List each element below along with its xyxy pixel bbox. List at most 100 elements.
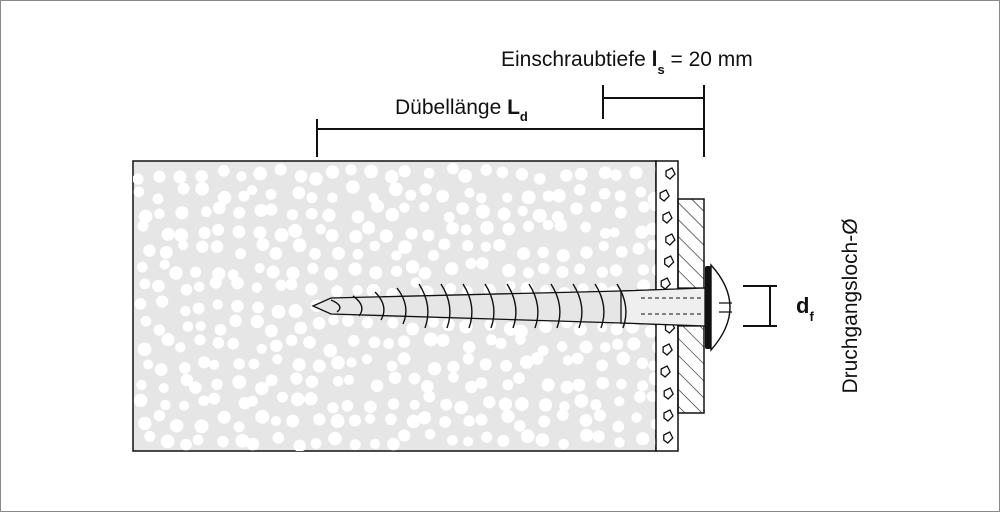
pore <box>217 410 231 424</box>
pore <box>231 276 244 290</box>
pore <box>406 322 419 336</box>
pore <box>515 168 529 181</box>
pore <box>388 371 402 385</box>
pore <box>522 220 535 233</box>
pore <box>422 229 435 242</box>
pore <box>292 238 307 253</box>
pore <box>530 352 544 365</box>
pore <box>134 298 147 310</box>
pore <box>454 400 468 415</box>
pore <box>616 378 627 390</box>
pore <box>424 428 436 440</box>
pore <box>398 165 411 178</box>
pore <box>265 188 277 200</box>
pore <box>475 204 490 219</box>
pore <box>614 190 627 202</box>
pore <box>227 337 239 350</box>
pore <box>644 325 656 338</box>
pore <box>370 199 385 213</box>
pore <box>386 360 398 372</box>
hole-diameter-caption: Druchgangsloch-Ø <box>839 218 862 393</box>
pore <box>520 355 534 369</box>
pore <box>193 281 205 293</box>
pore <box>288 223 303 238</box>
grain <box>662 211 673 224</box>
pore <box>648 360 656 371</box>
pore <box>614 396 625 407</box>
pore <box>254 263 265 274</box>
pore <box>485 334 497 346</box>
pore <box>632 242 645 255</box>
pore <box>177 182 190 195</box>
pore <box>272 431 285 444</box>
pore <box>349 229 363 244</box>
pore <box>556 409 569 421</box>
pore <box>138 416 152 431</box>
pore <box>231 299 244 313</box>
pore <box>136 261 148 273</box>
pore <box>138 209 153 224</box>
pore <box>443 211 455 223</box>
pore <box>198 356 211 369</box>
pore <box>233 358 245 370</box>
pore <box>637 264 649 276</box>
pore <box>180 305 191 317</box>
pore <box>270 339 283 353</box>
grain <box>659 189 670 202</box>
pore <box>590 399 602 411</box>
pore <box>652 341 656 354</box>
pore <box>322 208 336 222</box>
pore <box>369 438 381 449</box>
pore <box>233 421 245 433</box>
pore <box>502 192 513 203</box>
pore <box>399 202 410 213</box>
pore <box>636 432 650 446</box>
pore <box>256 343 267 354</box>
pore <box>612 420 625 433</box>
pore <box>144 430 156 442</box>
pore <box>574 263 586 275</box>
pore <box>160 399 171 411</box>
pore <box>175 206 189 220</box>
pore <box>179 362 191 374</box>
pore <box>423 167 435 179</box>
anchor-length-label: Dübellänge Ld <box>395 96 528 124</box>
pore <box>209 359 220 370</box>
pore <box>368 336 381 349</box>
pore <box>418 266 432 280</box>
pore <box>597 322 608 333</box>
pore <box>614 437 625 448</box>
pore <box>538 415 551 428</box>
pore <box>213 201 226 215</box>
pore <box>238 190 250 202</box>
pore <box>427 316 439 328</box>
pore <box>236 171 247 182</box>
pore <box>290 372 303 385</box>
pore <box>480 164 492 176</box>
pore <box>517 247 531 261</box>
thread-turn <box>528 283 539 329</box>
dimension-lines <box>316 85 777 327</box>
pore <box>255 381 269 396</box>
pore <box>154 363 168 376</box>
pore <box>535 433 550 447</box>
pore <box>286 266 300 280</box>
pore <box>574 167 588 181</box>
pore <box>208 392 221 405</box>
pore <box>271 304 286 319</box>
pore <box>198 395 210 407</box>
pore <box>246 437 260 451</box>
pore <box>365 413 376 424</box>
pore <box>421 379 434 393</box>
pore <box>348 414 361 427</box>
pore <box>385 413 397 426</box>
pore <box>229 314 242 328</box>
pore <box>651 264 656 276</box>
pore <box>214 323 227 336</box>
pore <box>397 335 411 348</box>
pore <box>364 164 379 179</box>
pore <box>269 247 283 260</box>
pore <box>325 165 340 179</box>
pore <box>192 302 205 315</box>
